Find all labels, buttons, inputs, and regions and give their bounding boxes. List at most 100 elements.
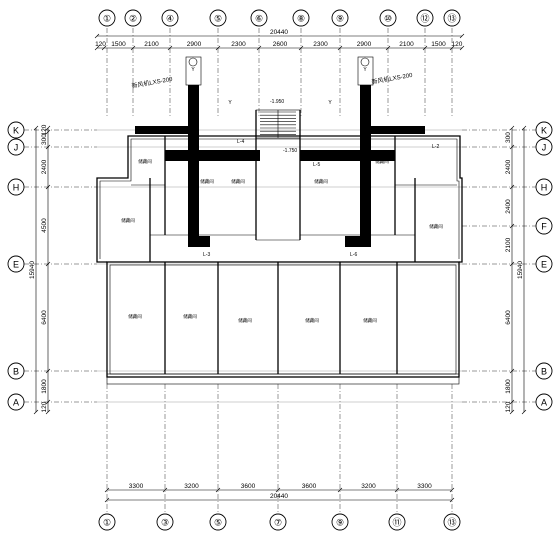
top-axis-bubble-ax-4-label: ④ [166,14,174,24]
bottom-dim-2: 3600 [241,483,256,490]
left-axis-bubble-J: J [7,138,25,156]
right-duct-label: 新风机LXS-200 [371,71,414,86]
left-axis-bubble-K: K [7,121,25,139]
riser-tag-2: Y [228,100,232,106]
bottom-axis-bubble-bx-13-label: ⑬ [447,518,456,528]
right-dim-5: 1800 [505,379,512,394]
right-axis-bubble-B: B [535,362,553,380]
top-axis-bubble-ax-8: ⑧ [292,9,310,27]
bottom-axis-bubble-bx-7: ⑦ [269,513,287,531]
room-label-0: 储藏间 [138,158,152,165]
top-axis-bubble-ax-10-label: ⑩ [384,14,392,24]
ventilation-ducts [135,56,425,247]
room-label-2: 储藏间 [231,178,245,185]
bottom-axis-bubble-bx-3-label: ③ [161,518,169,528]
riser-tag-3: Y [328,100,332,106]
right-dim-0: 300 [505,132,512,143]
left-dim-total: 15940 [29,261,36,279]
left-dim-5: 1800 [41,379,48,394]
right-axis-bubble-B-label: B [541,367,547,377]
left-axis-bubble-H-label: H [13,183,20,193]
riser-tag-1: Y [363,67,367,73]
top-dim-4: 2300 [231,41,246,48]
left-dim-6: 120 [41,401,48,412]
top-axis-bubble-ax-9: ⑨ [331,9,349,27]
left-axis-bubble-J-label: J [14,143,19,153]
right-axis-bubble-F-label: F [541,222,547,232]
room-label-9: 储藏间 [238,317,252,324]
right-axis-bubble-A: A [535,393,553,411]
top-dim-10: 120 [452,41,463,48]
unit-tag-5: L-6 [350,252,357,258]
level-mark-upper: -1.950 [270,99,284,105]
top-dim-7: 2900 [357,41,372,48]
top-axis-bubble-ax-1-label: ① [103,14,111,24]
right-axis-bubble-F: F [535,217,553,235]
unit-tag-0: L-1 [175,126,182,132]
bottom-dim-4: 3200 [361,483,376,490]
bottom-axis-bubble-bx-5-label: ⑤ [214,518,222,528]
right-dim-2: 2400 [505,199,512,214]
top-axis-bubble-ax-12-label: ⑫ [420,14,429,24]
room-label-11: 储藏间 [363,317,377,324]
top-axis-bubble-ax-6: ⑥ [250,9,268,27]
bottom-axis-bubble-bx-11-label: ⑪ [392,518,401,528]
bottom-dim-1: 3200 [184,483,199,490]
right-axis-bubble-E-label: E [541,260,547,270]
bottom-axis-bubble-bx-5: ⑤ [209,513,227,531]
bottom-axis-bubble-bx-7-label: ⑦ [274,518,282,528]
building-outline [96,109,463,385]
bottom-axis-bubble-bx-9-label: ⑨ [336,518,344,528]
bottom-axis-bubble-bx-13: ⑬ [443,513,461,531]
left-axis-bubble-E-label: E [13,260,19,270]
top-dim-1: 1500 [111,41,126,48]
room-label-1: 储藏间 [200,178,214,185]
right-axis-bubble-H-label: H [541,183,548,193]
top-dim-9: 1500 [431,41,446,48]
top-axis-bubble-ax-2-label: ② [129,14,137,24]
left-dim-0: 120 [41,124,48,135]
top-axis-bubble-ax-4: ④ [161,9,179,27]
room-label-3: 储藏间 [314,178,328,185]
room-label-4: 储藏间 [375,158,389,165]
left-axis-bubble-A: A [7,393,25,411]
top-axis-bubble-ax-5: ⑤ [209,9,227,27]
left-dim-1: 300 [41,134,48,145]
top-axis-bubble-ax-6-label: ⑥ [255,14,263,24]
right-dim-3: 2100 [505,237,512,252]
right-dim-4: 6400 [505,310,512,325]
top-axis-bubble-ax-13-label: ⑬ [447,14,456,24]
right-axis-bubble-E: E [535,255,553,273]
bottom-dim-0: 3300 [129,483,144,490]
left-axis-bubble-H: H [7,178,25,196]
top-dim-0: 120 [95,41,106,48]
bottom-axis-bubble-bx-9: ⑨ [331,513,349,531]
left-axis-bubble-E: E [7,255,25,273]
left-dim-4: 6400 [41,310,48,325]
right-axis-bubble-H: H [535,178,553,196]
room-label-7: 储藏间 [128,313,142,320]
left-axis-bubble-B: B [7,362,25,380]
unit-tag-4: L-5 [313,162,320,168]
top-dim-8: 2100 [399,41,414,48]
riser-tag-0: Y [191,67,195,73]
left-dim-2: 2400 [41,159,48,174]
unit-tag-6: L-2 [432,144,439,150]
left-axis-bubble-K-label: K [13,126,19,136]
bottom-axis-bubble-bx-1: ① [98,513,116,531]
bottom-axis-bubble-bx-3: ③ [156,513,174,531]
room-label-10: 储藏间 [305,317,319,324]
left-dim-3: 4500 [41,218,48,233]
top-axis-bubble-ax-8-label: ⑧ [297,14,305,24]
right-axis-bubble-J: J [535,138,553,156]
left-axis-bubble-A-label: A [13,398,19,408]
top-dim-6: 2300 [313,41,328,48]
right-dim-total: 15940 [517,261,524,279]
room-label-5: 储藏间 [121,217,135,224]
top-axis-bubble-ax-1: ① [98,9,116,27]
bottom-dim-total: 20440 [270,493,288,500]
right-axis-bubble-K-label: K [541,126,547,136]
